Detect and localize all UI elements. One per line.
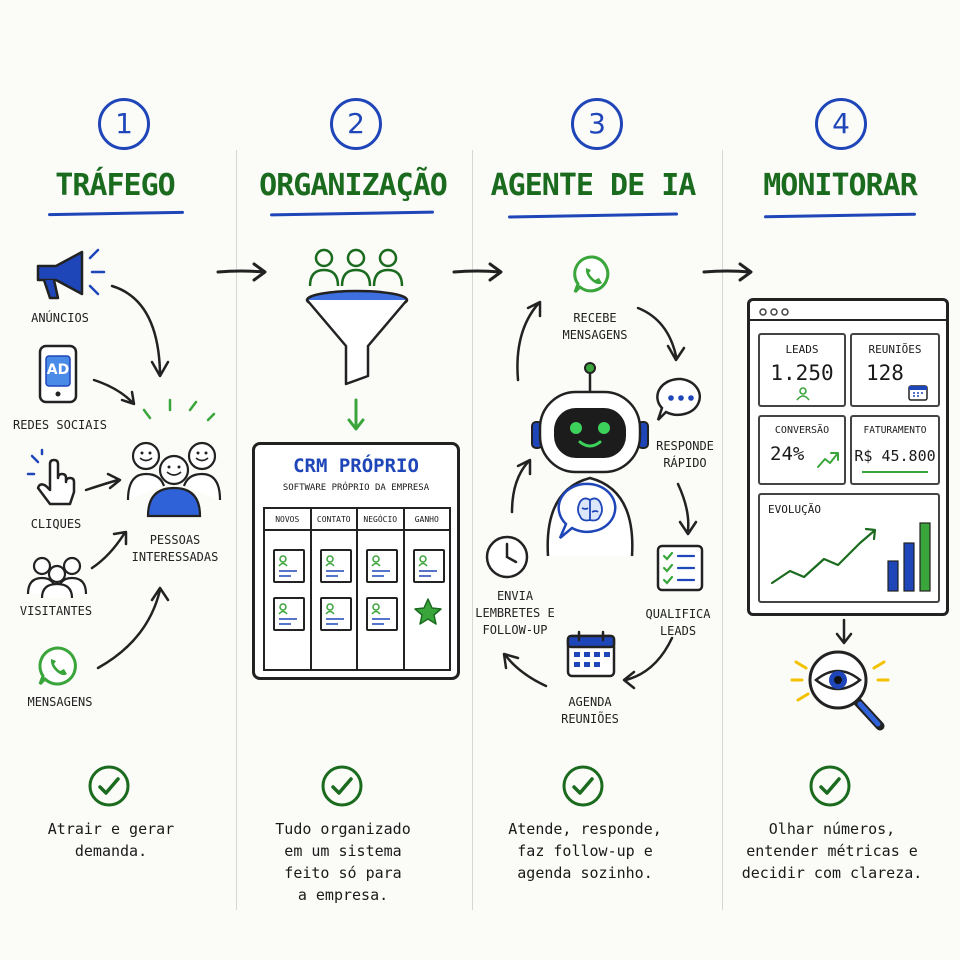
crm-card xyxy=(412,549,445,583)
crm-card xyxy=(319,597,352,631)
crm-column-contact: CONTATO xyxy=(311,509,358,669)
divider-1 xyxy=(236,150,237,910)
crm-columns: NOVOS CONTATO NEGÓCIO xyxy=(263,507,451,671)
window-controls-icon xyxy=(759,308,789,316)
source-label-messages: MENSAGENS xyxy=(27,695,93,709)
source-label-ads: ANÚNCIOS xyxy=(31,311,89,325)
crm-board: CRM PRÓPRIO SOFTWARE PRÓPRIO DA EMPRESA … xyxy=(252,442,460,680)
trend-up-icon xyxy=(817,452,839,468)
leads-people-icon xyxy=(308,248,404,287)
interested-people-label: PESSOAS INTERESSADAS xyxy=(131,533,219,564)
tile-revenue-value: R$ 45.800 xyxy=(854,447,936,465)
whatsapp-icon xyxy=(573,255,610,294)
step-1-number: 1 xyxy=(98,98,150,150)
crm-column-new: NOVOS xyxy=(265,509,312,669)
funnel-icon xyxy=(305,289,409,386)
crm-title: CRM PRÓPRIO xyxy=(293,455,419,477)
robot-agent-icon xyxy=(531,362,649,557)
evolution-chart-label: EVOLUÇÃO xyxy=(768,503,821,516)
star-icon xyxy=(413,598,442,625)
chat-bubble-icon xyxy=(656,377,701,421)
crm-column-deal: NEGÓCIO xyxy=(358,509,405,669)
divider-2 xyxy=(472,150,473,910)
calendar-icon xyxy=(908,385,928,401)
step-2-number: 2 xyxy=(330,98,382,150)
agent-step-followup: ENVIA LEMBRETES E FOLLOW-UP xyxy=(475,589,555,637)
step-2-title: ORGANIZAÇÃO xyxy=(259,168,448,203)
divider-3 xyxy=(722,150,723,910)
crm-column-header: CONTATO xyxy=(311,509,356,531)
step-4-title: MONITORAR xyxy=(763,168,918,203)
step-4-description: Olhar números, entender métricas e decid… xyxy=(741,820,923,882)
agent-cycle-arrows xyxy=(502,300,698,690)
tile-conversion: CONVERSÃO 24% xyxy=(758,415,846,485)
smartphone-icon xyxy=(38,344,78,404)
crm-card xyxy=(366,597,398,631)
calendar-icon xyxy=(566,630,616,678)
tile-leads-value: 1.250 xyxy=(770,361,834,385)
tile-revenue: FATURAMENTO R$ 45.800 xyxy=(850,415,940,485)
crm-card xyxy=(273,549,305,583)
ad-badge: AD xyxy=(46,362,70,378)
tile-meetings-value: 128 xyxy=(866,361,904,385)
megaphone-icon xyxy=(36,248,106,300)
tile-conversion-value: 24% xyxy=(770,443,805,465)
people-group-icon xyxy=(26,556,88,599)
agent-step-respond: RESPONDE RÁPIDO xyxy=(656,439,714,470)
tile-leads: LEADS 1.250 xyxy=(758,333,846,407)
agent-step-qualify: QUALIFICA LEADS xyxy=(645,607,711,638)
step-4-number: 4 xyxy=(815,98,867,150)
step-2-description: Tudo organizado em um sistema feito só p… xyxy=(275,820,411,904)
crm-subtitle: SOFTWARE PRÓPRIO DA EMPRESA xyxy=(282,483,430,493)
crm-column-won: GANHO xyxy=(404,509,449,669)
agent-step-receive: RECEBE MENSAGENS xyxy=(562,311,628,342)
dashboard-titlebar-line xyxy=(750,319,946,321)
whatsapp-icon xyxy=(38,646,77,686)
evolution-chart: EVOLUÇÃO xyxy=(758,493,940,603)
step-3-title: AGENTE DE IA xyxy=(490,168,697,203)
person-icon xyxy=(796,387,810,401)
arrow-right-icon xyxy=(452,262,503,282)
tile-meetings-label: REUNIÕES xyxy=(868,343,922,356)
source-label-social: REDES SOCIAIS xyxy=(13,418,107,432)
traffic-flow-arrows xyxy=(84,284,216,670)
tile-meetings: REUNIÕES 128 xyxy=(850,333,940,407)
crm-column-header: NOVOS xyxy=(265,509,310,531)
tile-conversion-label: CONVERSÃO xyxy=(774,425,830,436)
source-label-clicks: CLIQUES xyxy=(30,517,82,531)
crm-card xyxy=(366,549,398,583)
click-hand-icon xyxy=(26,448,76,506)
clock-icon xyxy=(485,535,529,579)
crm-column-header: NEGÓCIO xyxy=(358,509,403,531)
arrow-right-icon xyxy=(702,262,753,282)
crm-card xyxy=(319,549,352,583)
step-3-description: Atende, responde, faz follow-up e agenda… xyxy=(508,820,662,882)
evolution-line-icon xyxy=(770,527,877,585)
agent-step-schedule: AGENDA REUNIÕES xyxy=(561,695,619,726)
checklist-icon xyxy=(656,544,704,592)
metrics-dashboard: LEADS 1.250 REUNIÕES 128 CONVERSÃO 24% F… xyxy=(747,298,949,616)
crm-column-header: GANHO xyxy=(404,509,449,531)
check-circle-icon xyxy=(809,765,851,807)
arrow-down-icon xyxy=(835,618,853,645)
arrow-down-icon xyxy=(347,398,365,431)
evolution-bars-icon xyxy=(887,522,931,592)
step-3-number: 3 xyxy=(571,98,623,150)
tile-revenue-label: FATURAMENTO xyxy=(863,425,927,436)
revenue-underline xyxy=(862,471,928,473)
source-label-visitors: VISITANTES xyxy=(19,604,93,618)
check-circle-icon xyxy=(562,765,604,807)
step-1-title: TRÁFEGO xyxy=(55,168,175,203)
step-4-underline xyxy=(763,212,917,219)
step-1-description: Atrair e gerar demanda. xyxy=(47,820,175,860)
step-3-underline xyxy=(507,212,679,219)
crm-card xyxy=(273,597,305,631)
magnifier-eye-icon xyxy=(790,650,890,731)
check-circle-icon xyxy=(88,765,130,807)
check-circle-icon xyxy=(321,765,363,807)
tile-leads-label: LEADS xyxy=(785,343,819,356)
interested-people-icon xyxy=(126,441,222,518)
step-2-underline xyxy=(269,210,435,217)
arrow-right-icon xyxy=(216,262,267,282)
